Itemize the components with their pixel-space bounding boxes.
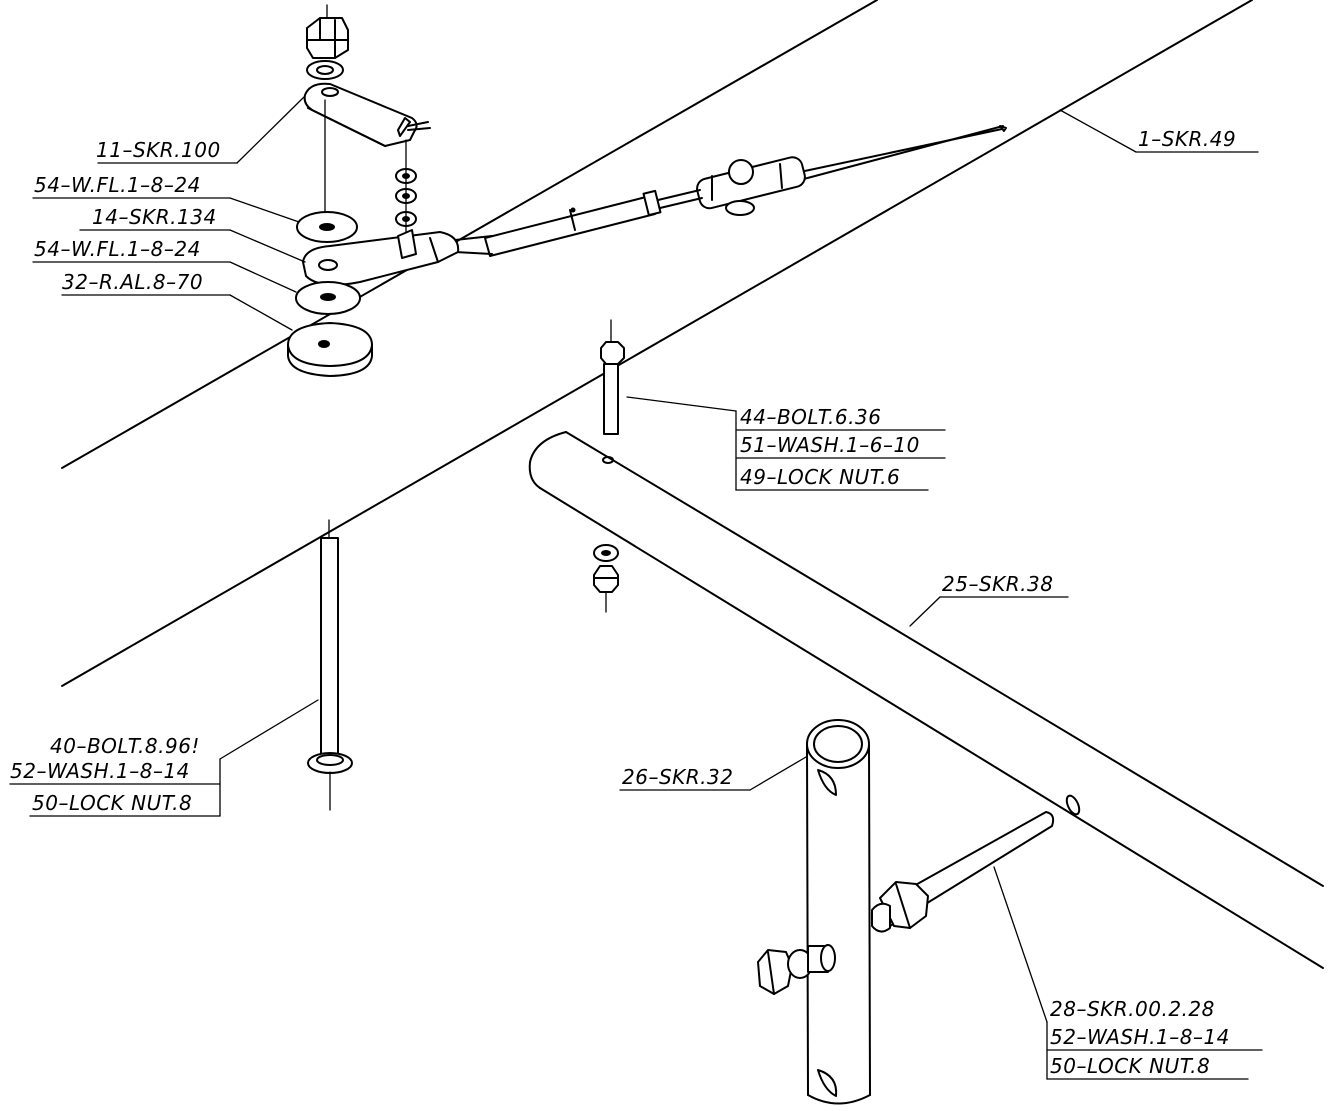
upper-bracket-stack [287, 4, 460, 377]
label-50-lock-nut-8-right: 50–LOCK NUT.8 [1050, 1054, 1210, 1078]
cross-tube [528, 431, 1324, 969]
leader-lines [9, 95, 1263, 1080]
label-50-lock-nut-8-left: 50–LOCK NUT.8 [32, 791, 192, 815]
label-26-skr-32: 26–SKR.32 [622, 765, 733, 789]
label-28-skr-00-2-28: 28–SKR.00.2.28 [1050, 997, 1215, 1021]
label-32-ral-8-70: 32–R.AL.8–70 [62, 270, 203, 294]
label-54-wfl-upper: 54–W.FL.1–8–24 [34, 173, 201, 197]
vertical-tube [757, 719, 1055, 1105]
small-bolt-6 [593, 319, 625, 613]
long-bolt-8 [307, 519, 353, 811]
control-rod-assembly [454, 125, 1007, 257]
label-51-wash-1-6-10: 51–WASH.1–6–10 [740, 433, 920, 457]
label-44-bolt-6-36: 44–BOLT.6.36 [740, 405, 881, 429]
label-52-wash-1-8-14-right: 52–WASH.1–8–14 [1050, 1025, 1230, 1049]
label-40-bolt-8-96: 40–BOLT.8.96! [50, 734, 200, 758]
label-54-wfl-lower: 54–W.FL.1–8–24 [34, 237, 201, 261]
label-1-skr-49: 1–SKR.49 [1138, 127, 1236, 151]
label-49-lock-nut-6: 49–LOCK NUT.6 [740, 465, 900, 489]
label-11-skr-100: 11–SKR.100 [96, 138, 221, 162]
label-25-skr-38: 25–SKR.38 [942, 572, 1053, 596]
label-14-skr-134: 14–SKR.134 [92, 205, 217, 229]
label-52-wash-1-8-14-left: 52–WASH.1–8–14 [10, 759, 190, 783]
main-frame-tube [61, 0, 1253, 687]
